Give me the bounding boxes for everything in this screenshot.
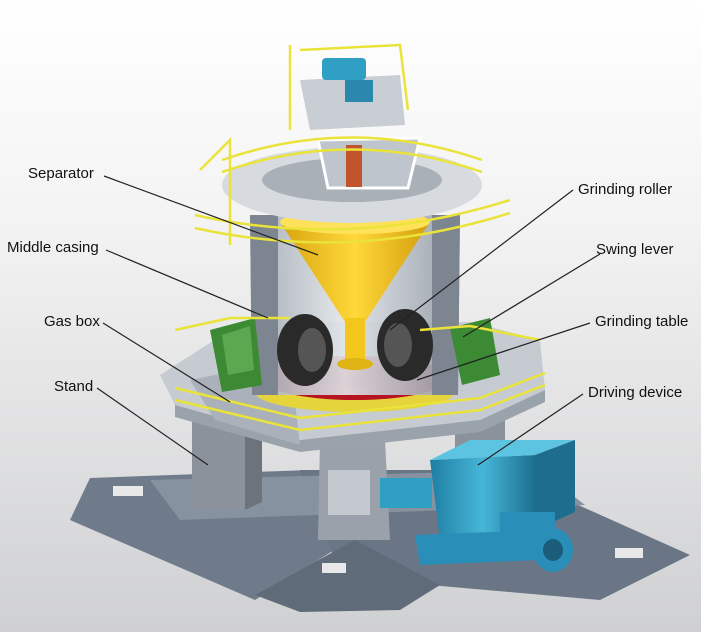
grinding-table-leader [416, 322, 591, 381]
label-gas-box: Gas box [44, 313, 100, 330]
label-separator: Separator [28, 165, 94, 182]
middle-casing-leader [105, 249, 269, 319]
separator-leader [103, 175, 319, 256]
top-drive [300, 58, 405, 130]
driving-device-leader [477, 393, 584, 466]
railings [174, 43, 546, 432]
swing-levers [210, 318, 500, 392]
gas-box-leader [102, 322, 231, 403]
grinding-roller-leader [389, 189, 574, 331]
leader-lines [96, 175, 601, 466]
grinding-rollers [277, 309, 433, 386]
label-swing-lever: Swing lever [596, 241, 674, 258]
label-grinding-roller: Grinding roller [578, 181, 673, 198]
label-grinding-table: Grinding table [595, 313, 689, 330]
label-driving-device: Driving device [588, 384, 683, 401]
driving-device [380, 440, 575, 572]
stand-leader [96, 387, 209, 466]
label-stand: Stand [54, 378, 94, 395]
upper-platform [222, 136, 482, 223]
label-middle-casing: Middle casing [7, 239, 99, 256]
swing-lever-leader [462, 253, 601, 338]
